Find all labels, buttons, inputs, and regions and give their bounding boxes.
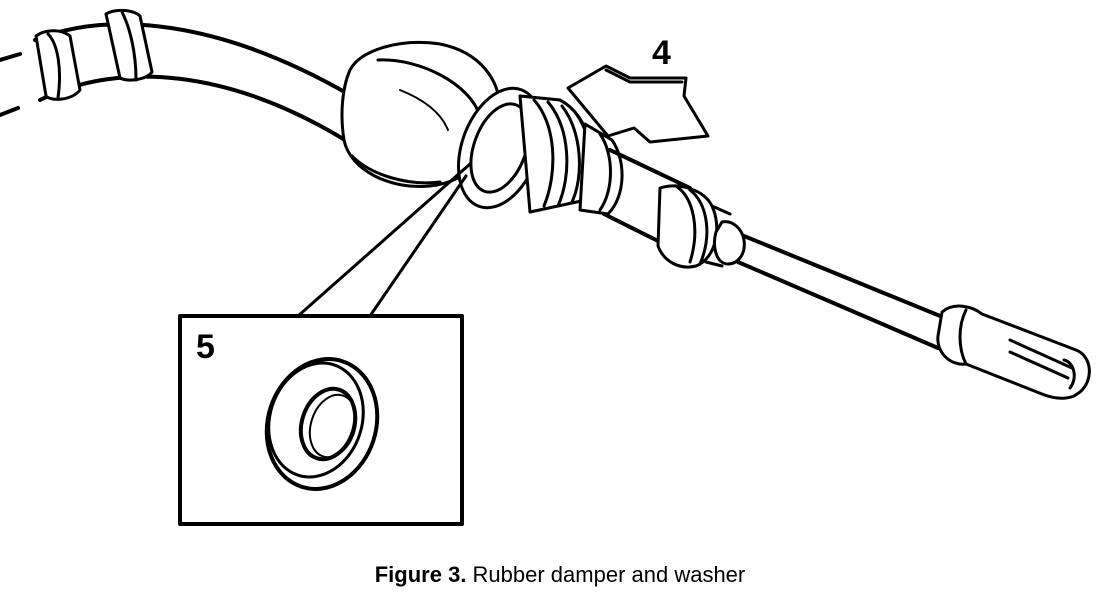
cable-hose <box>0 8 352 142</box>
washer <box>264 357 380 491</box>
inset-leader-lines <box>296 162 472 318</box>
arrow-callout-4: 4 <box>652 34 671 72</box>
figure-caption-text: Rubber damper and washer <box>466 562 746 587</box>
washer-inset-box <box>178 314 464 526</box>
figure-caption-label: Figure 3. <box>374 562 467 587</box>
rod-end-fitting <box>936 304 1091 400</box>
shaft-body <box>602 148 746 269</box>
figure-caption: Figure 3. Rubber damper and washer <box>0 562 1120 588</box>
inset-callout-5: 5 <box>196 328 215 366</box>
direction-arrow <box>566 64 710 144</box>
rod <box>736 234 952 350</box>
rubber-damper <box>456 86 624 216</box>
